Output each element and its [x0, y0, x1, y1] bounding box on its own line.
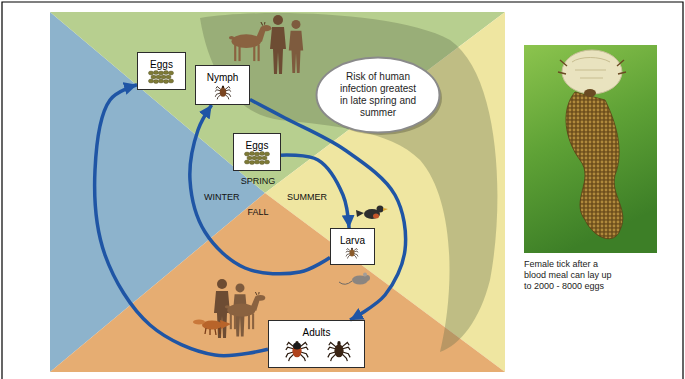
- bird-breast: [373, 214, 379, 219]
- egg-icon: [244, 152, 269, 165]
- stage-name: Adults: [303, 327, 331, 339]
- season-label: SPRING: [241, 176, 276, 187]
- larva-icon: [346, 248, 358, 259]
- box-fill: [330, 228, 375, 265]
- box-fill: [137, 52, 186, 90]
- tick-folds: [572, 58, 610, 79]
- adult-male-icon: [328, 341, 350, 361]
- bird-figure: [356, 206, 388, 220]
- season-label: SUMMER: [287, 192, 327, 203]
- deer-figure: [229, 18, 271, 61]
- callout-text: Risk of human infection greatest in late…: [336, 71, 420, 119]
- bird-beak: [383, 208, 388, 211]
- stage-box: Nymph: [195, 65, 250, 105]
- box-fill: [268, 320, 365, 368]
- mouse-ear: [363, 273, 367, 277]
- risk-band: [200, 13, 497, 352]
- egg-mass: [566, 92, 623, 239]
- adult-female-icon: [286, 341, 308, 361]
- nymph-icon: [215, 86, 230, 100]
- tick-mouth: [584, 89, 596, 97]
- callout-outline: [317, 58, 440, 133]
- fox-figure: [193, 320, 231, 336]
- stage-name: Eggs: [150, 59, 173, 71]
- egg-icon: [148, 71, 173, 84]
- tick-photo: [524, 45, 657, 253]
- stage-name: Larva: [340, 235, 365, 247]
- season-background: [50, 12, 505, 372]
- stage-box: Eggs: [137, 52, 186, 90]
- stage-box: Larva: [330, 228, 375, 265]
- tick-legs: [558, 60, 626, 74]
- human-figure: [289, 20, 303, 73]
- fox-legs: [205, 328, 220, 335]
- box-fill: [195, 65, 250, 105]
- fox-tail: [193, 320, 205, 325]
- fox-head: [220, 320, 231, 329]
- bird-tail: [356, 210, 364, 217]
- season-label: FALL: [247, 207, 268, 218]
- box-fill: [233, 133, 281, 171]
- life-cycle-arrow: [95, 85, 268, 356]
- stage-name: Eggs: [246, 140, 269, 152]
- mouse-figure: [339, 273, 370, 285]
- stage-box: Adults: [268, 320, 365, 368]
- tick-body: [562, 50, 622, 94]
- bird-head: [377, 206, 384, 213]
- stage-box: Eggs: [233, 133, 281, 171]
- life-cycle-arrow: [281, 155, 349, 228]
- adult-scutum: [293, 343, 301, 350]
- callout-ellipse: Risk of human infection greatest in late…: [315, 56, 441, 134]
- human-figure: [270, 15, 286, 74]
- season-label: WINTER: [204, 192, 240, 203]
- deer-figure: [225, 288, 265, 329]
- photo-caption: Female tick after a blood meal can lay u…: [524, 259, 612, 292]
- stage-name: Nymph: [207, 72, 239, 84]
- photo-ground: [524, 45, 657, 253]
- mouse-tail: [339, 281, 352, 284]
